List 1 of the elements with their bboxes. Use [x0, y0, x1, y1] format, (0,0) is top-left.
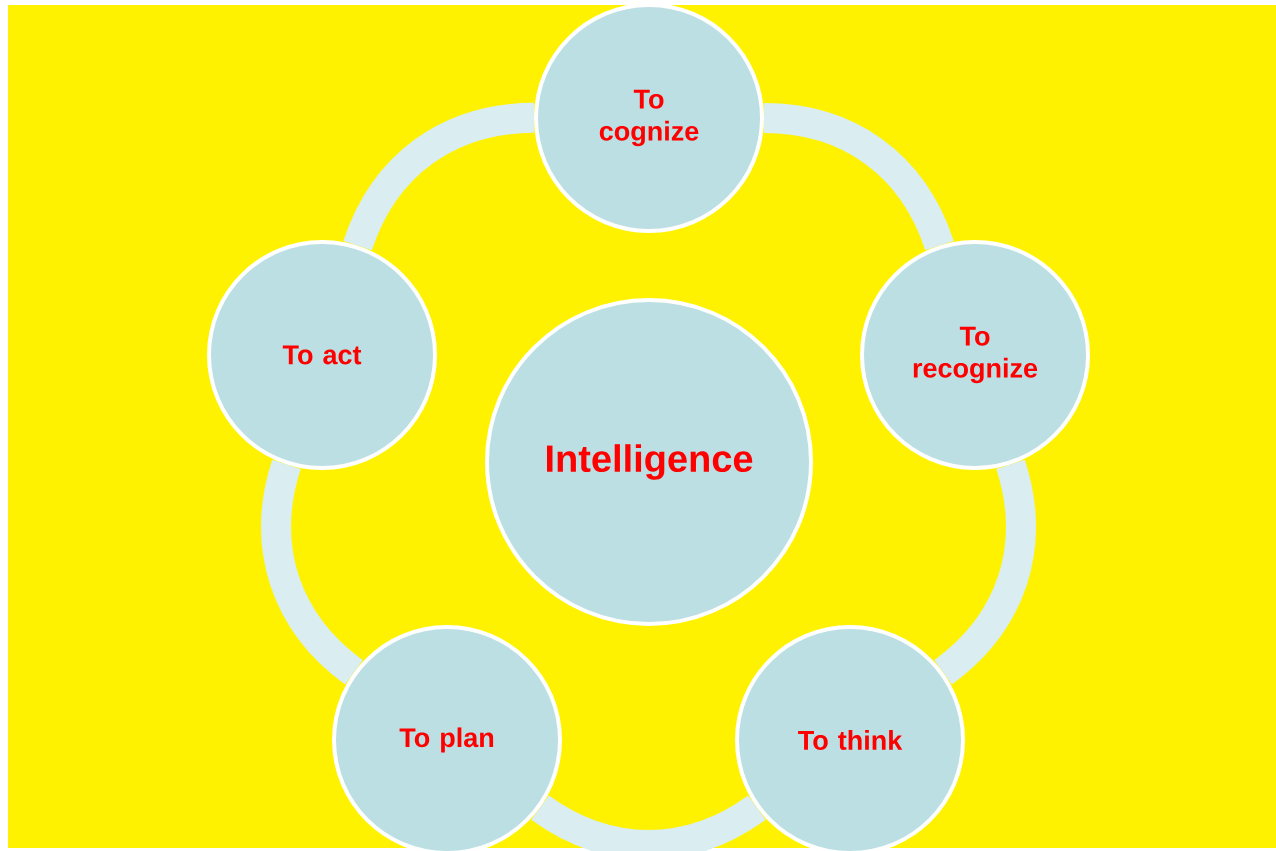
ring-arc — [531, 795, 766, 851]
